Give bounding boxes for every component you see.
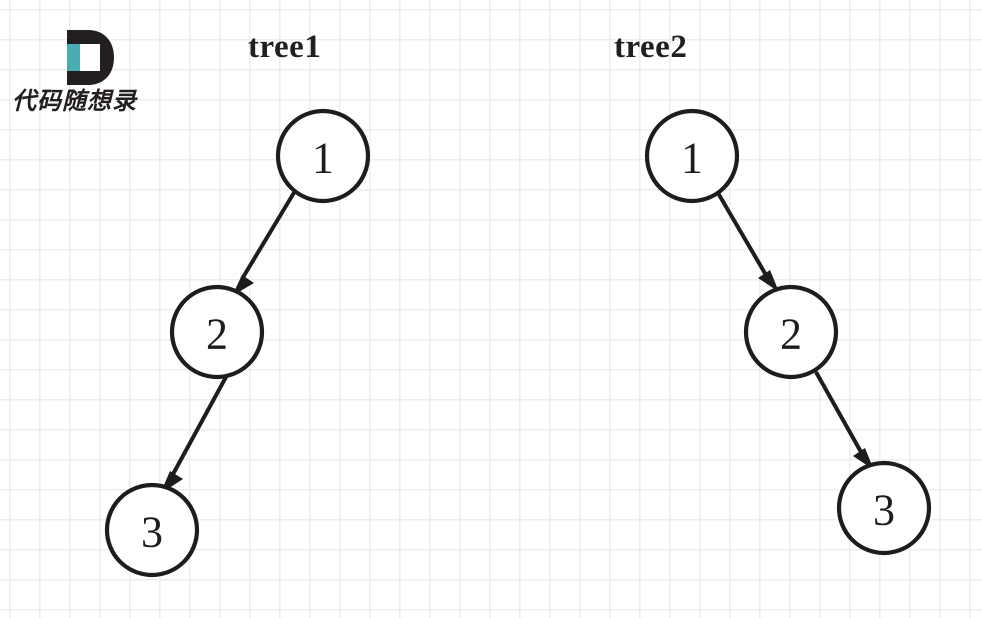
tree1-edge-2-to-3 bbox=[160, 376, 228, 494]
tree2-group: 1 2 3 bbox=[644, 108, 932, 556]
watermark-text: 代码随想录 bbox=[12, 87, 137, 115]
tree2-node-grandchild-label: 3 bbox=[873, 486, 895, 535]
logo-mark bbox=[12, 30, 172, 86]
letter-d-logo-icon bbox=[67, 30, 114, 85]
tree2-node-grandchild[interactable]: 3 bbox=[836, 460, 932, 556]
tree1-group: 1 2 3 bbox=[104, 108, 371, 578]
tree2-title: tree2 bbox=[614, 29, 688, 65]
tree2-edge-2-to-3 bbox=[814, 371, 874, 470]
tree1-node-root-label: 1 bbox=[312, 134, 334, 183]
watermark-logo: 代码随想录 bbox=[12, 30, 172, 122]
tree2-edge-1-to-2 bbox=[716, 191, 779, 292]
tree1-node-root[interactable]: 1 bbox=[275, 108, 371, 204]
tree1-node-child[interactable]: 2 bbox=[169, 284, 265, 380]
tree1-edge-1-to-2 bbox=[232, 189, 297, 296]
tree2-node-child-label: 2 bbox=[780, 310, 802, 359]
tree2-node-child[interactable]: 2 bbox=[743, 284, 839, 380]
tree2-node-root-label: 1 bbox=[681, 134, 703, 183]
arrow-head-icon bbox=[758, 270, 779, 292]
tree2-node-root[interactable]: 1 bbox=[644, 108, 740, 204]
tree1-node-grandchild-label: 3 bbox=[141, 508, 163, 557]
tree1-node-child-label: 2 bbox=[206, 310, 228, 359]
tree1-node-grandchild[interactable]: 3 bbox=[104, 482, 200, 578]
tree1-title: tree1 bbox=[248, 29, 322, 65]
